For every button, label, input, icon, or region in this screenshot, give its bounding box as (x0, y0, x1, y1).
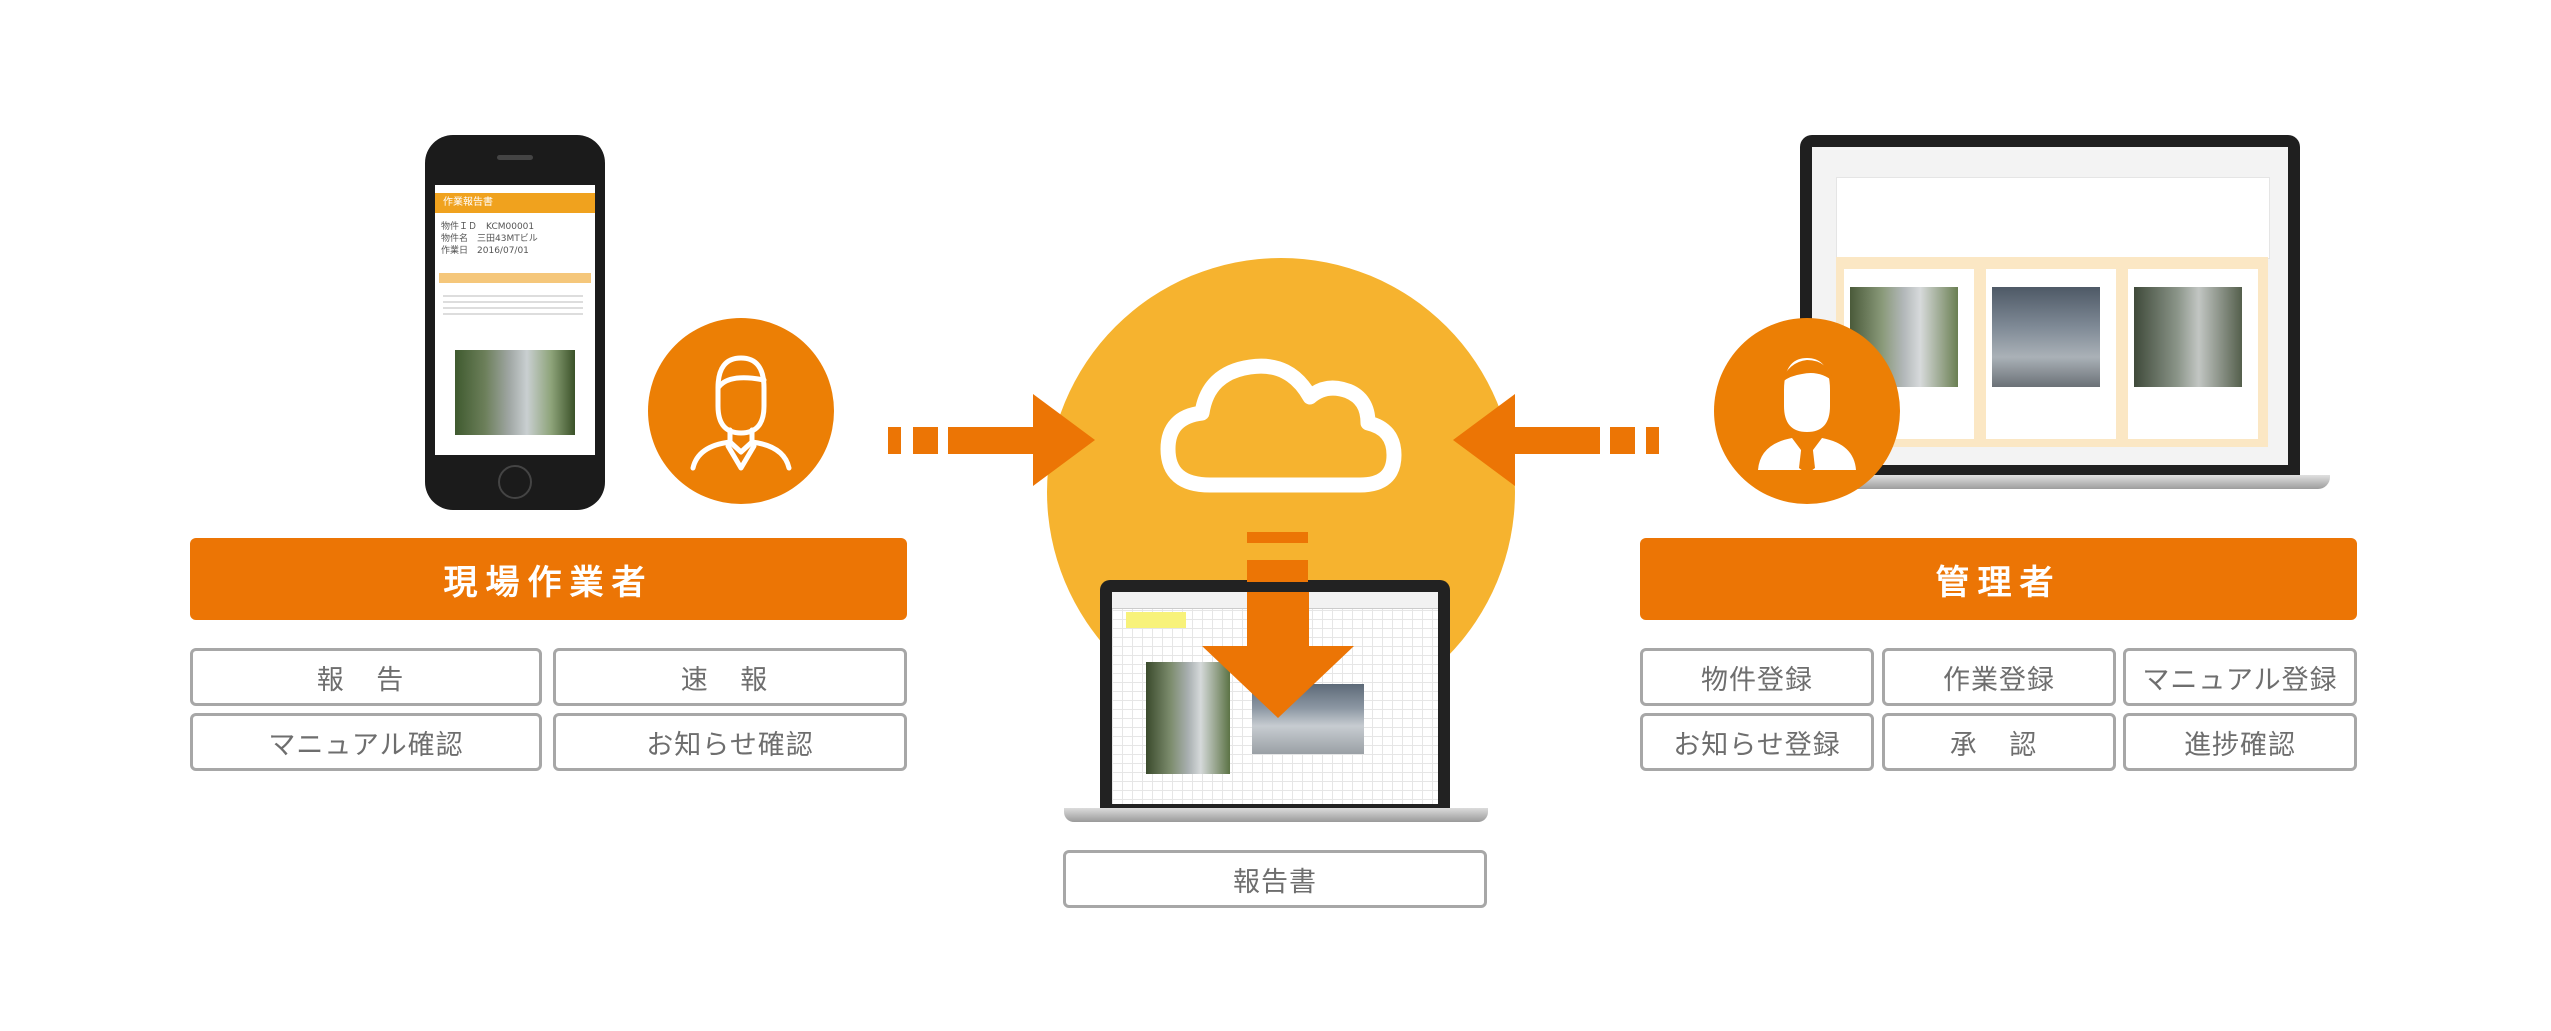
arrow-down-icon (1202, 592, 1354, 718)
manager-person-icon (1758, 358, 1856, 474)
manual-register-button[interactable]: マニュアル登録 (2123, 648, 2357, 706)
phone-field-row: 作業日 2016/07/01 (441, 246, 529, 256)
arrow-dash (1646, 427, 1659, 454)
admin-photo-card (2128, 269, 2258, 439)
admin-panel (1836, 177, 2270, 259)
property-register-button[interactable]: 物件登録 (1640, 648, 1874, 706)
notice-check-button[interactable]: お知らせ確認 (553, 713, 907, 771)
phone-screen: 作業報告書 物件ＩＤ KCM00001 物件名 三田43MTビル 作業日 201… (435, 185, 595, 455)
notice-register-button[interactable]: お知らせ登録 (1640, 713, 1874, 771)
arrow-dash (1247, 560, 1308, 582)
phone-building-photo (455, 350, 575, 435)
cloud-icon (1160, 358, 1402, 493)
phone-home-button (498, 465, 532, 499)
arrow-dash (913, 427, 938, 454)
worker-person-icon (690, 355, 792, 471)
report-photo-building (1146, 662, 1230, 774)
phone-field-row: 物件名 三田43MTビル (441, 234, 538, 244)
smartphone-device: 作業報告書 物件ＩＤ KCM00001 物件名 三田43MTビル 作業日 201… (425, 135, 605, 510)
manual-check-button[interactable]: マニュアル確認 (190, 713, 542, 771)
admin-photo-lobby (2134, 287, 2242, 387)
arrow-dash (888, 427, 901, 454)
report-document-label: 報告書 (1063, 850, 1487, 908)
report-button[interactable]: 報 告 (190, 648, 542, 706)
manager-avatar (1714, 318, 1900, 504)
arrow-dash (1610, 427, 1635, 454)
manager-role-title: 管理者 (1640, 538, 2357, 620)
admin-photo-card (1986, 269, 2116, 439)
arrow-dash (1247, 532, 1308, 543)
admin-laptop-screen (1812, 147, 2288, 465)
worker-role-title: 現場作業者 (190, 538, 907, 620)
phone-text-lines (443, 291, 583, 315)
task-register-button[interactable]: 作業登録 (1882, 648, 2116, 706)
worker-avatar (648, 318, 834, 504)
spreadsheet-highlight (1126, 612, 1186, 628)
approve-button[interactable]: 承 認 (1882, 713, 2116, 771)
arrow-left-icon (1453, 394, 1600, 486)
progress-check-button[interactable]: 進捗確認 (2123, 713, 2357, 771)
phone-section-bar (439, 273, 591, 283)
report-laptop-base (1064, 808, 1488, 822)
admin-laptop-base (1770, 475, 2330, 489)
phone-app-title: 作業報告書 (443, 197, 493, 208)
admin-photo-area (1836, 257, 2268, 447)
quick-report-button[interactable]: 速 報 (553, 648, 907, 706)
admin-photo-entrance (1992, 287, 2100, 387)
phone-speaker (497, 155, 533, 160)
arrow-right-icon (948, 394, 1095, 486)
phone-field-row: 物件ＩＤ KCM00001 (441, 222, 535, 232)
phone-app-header: 作業報告書 (435, 193, 595, 213)
